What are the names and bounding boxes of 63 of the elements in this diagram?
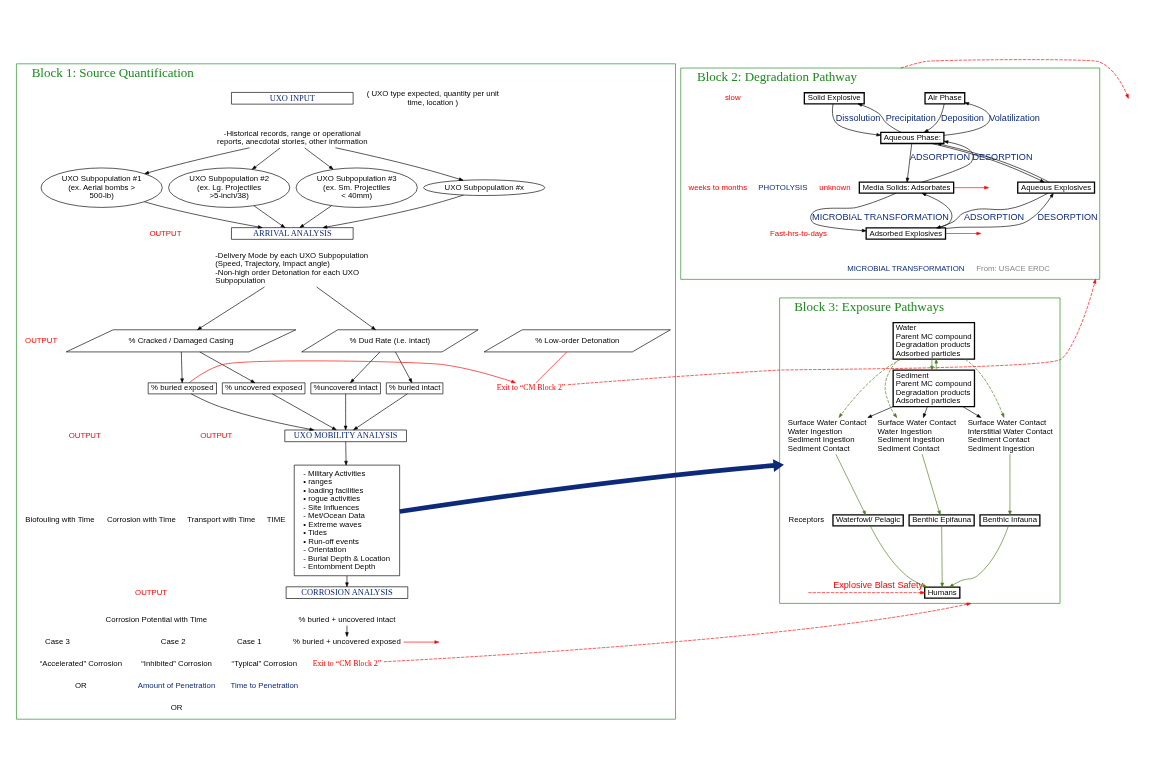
arrow <box>197 286 265 330</box>
arrow <box>921 453 941 515</box>
arrow <box>353 393 408 430</box>
edge-label: Dissolution <box>835 112 881 123</box>
arrow <box>395 351 413 383</box>
arrow <box>943 101 991 136</box>
arrow <box>838 358 902 418</box>
arrow <box>945 231 981 235</box>
edge-label: Deposition <box>940 112 984 123</box>
arrow <box>188 360 516 383</box>
arrow <box>199 351 256 383</box>
arrow <box>922 139 974 182</box>
arrow <box>399 458 784 514</box>
arrow <box>335 146 464 181</box>
arrow <box>180 351 184 383</box>
arrow <box>810 192 897 232</box>
arrow <box>383 602 972 662</box>
arrow <box>940 525 944 587</box>
arrow <box>921 192 953 228</box>
arrow <box>403 639 439 644</box>
arrow <box>316 286 376 330</box>
arrow <box>832 103 881 136</box>
arrow <box>964 358 1005 418</box>
edge-label: ADSORPTION <box>909 151 971 162</box>
arrow <box>567 278 1097 385</box>
arrow <box>867 405 894 418</box>
edge-label: ADSORPTION <box>963 211 1025 222</box>
arrow <box>350 351 381 383</box>
node-box: UXO INPUT <box>231 91 354 104</box>
arrow <box>344 440 348 465</box>
arrow <box>251 147 281 170</box>
arrow <box>953 185 989 189</box>
arrow <box>884 358 900 418</box>
arrow <box>345 624 349 637</box>
arrow <box>962 405 982 418</box>
arrow <box>190 393 315 431</box>
arrow <box>807 590 925 594</box>
arrow <box>934 358 938 370</box>
arrow <box>272 393 337 430</box>
arrow <box>905 142 913 182</box>
arrow <box>870 525 928 587</box>
arrow <box>144 200 263 229</box>
arrow <box>299 204 332 228</box>
edge-label: DESORPTION <box>1037 211 1098 222</box>
arrow <box>949 525 1009 587</box>
arrow <box>322 194 464 229</box>
arrow <box>144 146 250 174</box>
node-box: CORROSION ANALYSIS <box>285 585 409 599</box>
edge-label: Precipitation <box>885 112 936 123</box>
arrow <box>345 575 349 587</box>
arrow <box>857 102 902 133</box>
arrow <box>900 58 1129 99</box>
arrow <box>343 393 348 430</box>
arrow <box>304 147 334 170</box>
arrow <box>923 405 928 418</box>
edge-label: MICROBIAL TRANSFORMATION <box>812 211 949 222</box>
edge-label: Explosive Blast Safety <box>833 579 924 590</box>
arrow <box>924 103 945 133</box>
arrow <box>253 204 286 228</box>
edge-label: Volatilization <box>989 112 1040 123</box>
arrow <box>930 358 934 370</box>
arrow <box>835 453 866 515</box>
arrow <box>1008 453 1012 515</box>
